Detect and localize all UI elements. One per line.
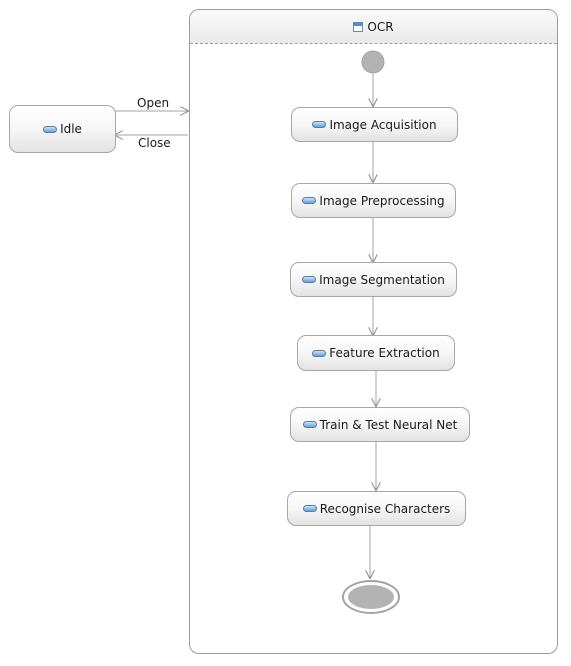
state-icon — [302, 421, 317, 428]
state-icon — [312, 349, 327, 357]
state-feature-extraction[interactable]: Feature Extraction — [297, 335, 455, 371]
state-label: Feature Extraction — [329, 346, 440, 360]
transition-label-open: Open — [137, 96, 170, 110]
state-label: Recognise Characters — [319, 501, 451, 516]
state-icon — [302, 505, 317, 512]
state-image-acquisition[interactable]: Image Acquisition — [291, 107, 458, 142]
state-train-test-neural-net[interactable]: Train & Test Neural Net — [290, 407, 470, 442]
state-icon — [312, 121, 327, 128]
state-image-preprocessing[interactable]: Image Preprocessing — [291, 183, 456, 218]
state-label: Image Acquisition — [329, 117, 437, 132]
state-icon — [43, 125, 58, 133]
state-label: Image Segmentation — [319, 272, 445, 287]
state-icon — [302, 197, 317, 204]
state-image-segmentation[interactable]: Image Segmentation — [290, 262, 457, 297]
state-machine-icon — [353, 21, 364, 32]
state-icon — [302, 276, 317, 283]
state-label: Idle — [60, 122, 82, 136]
composite-state-ocr[interactable]: OCR — [189, 9, 558, 654]
composite-header: OCR — [190, 10, 557, 44]
state-recognise-characters[interactable]: Recognise Characters — [287, 491, 466, 526]
state-label: Image Preprocessing — [319, 193, 445, 208]
state-idle[interactable]: Idle — [9, 105, 116, 153]
composite-title: OCR — [367, 19, 394, 34]
transition-label-close: Close — [138, 136, 171, 150]
state-label: Train & Test Neural Net — [319, 417, 458, 432]
